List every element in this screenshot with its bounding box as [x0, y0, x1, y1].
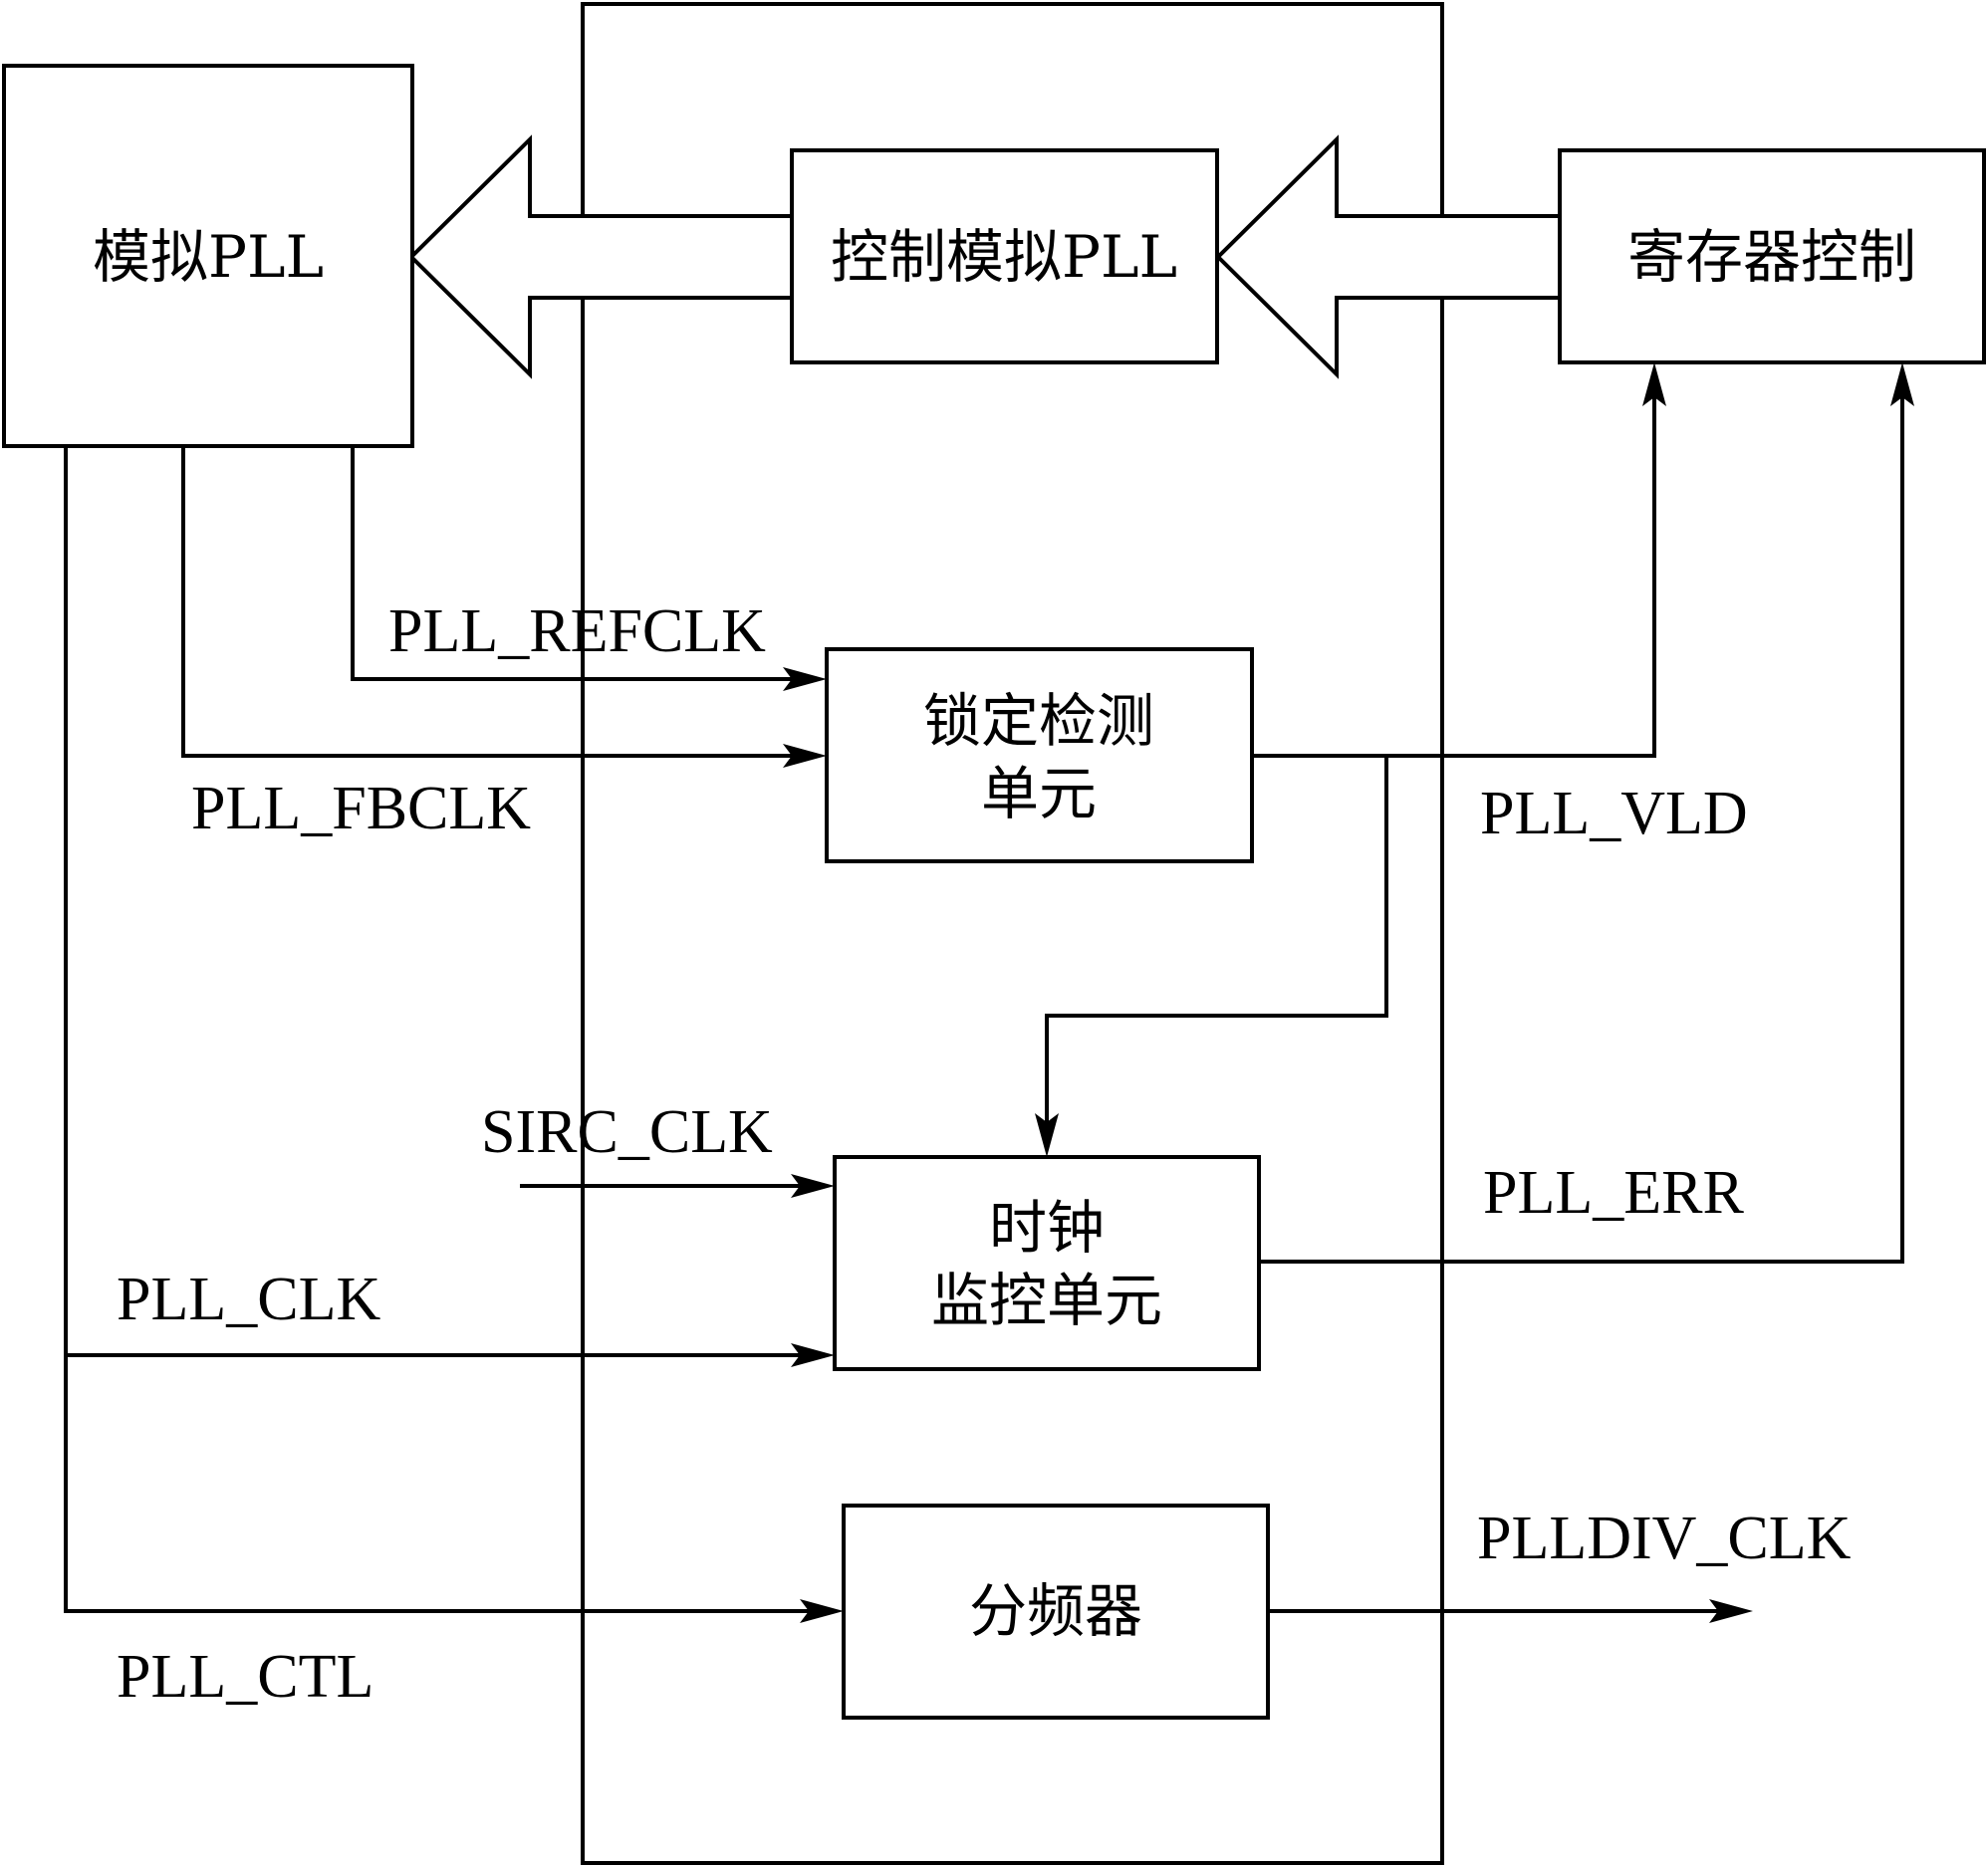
pll-trunk-line [64, 446, 814, 1613]
pll-vld-arrowhead [1642, 362, 1666, 406]
register-control-label: 寄存器控制 [1627, 223, 1916, 291]
control-analog-pll-block [790, 148, 1219, 364]
sirc-clk-arrowhead [791, 1174, 835, 1198]
plldiv-clk-arrowhead [1709, 1599, 1753, 1623]
pll-fbclk-label: PLL_FBCLK [191, 775, 531, 842]
pll-fbclk-line [181, 446, 797, 758]
pll-refclk-arrowhead [783, 667, 827, 691]
pll-clk-arrowhead [791, 1343, 835, 1367]
fat-arrow-register-to-control [1215, 134, 1562, 379]
fat-arrow-control-to-analog-pll [408, 134, 794, 379]
pll-ctl-label: PLL_CTL [117, 1643, 373, 1711]
pll-vld-label: PLL_VLD [1480, 780, 1748, 847]
clock-monitor-label-line2: 监控单元 [931, 1267, 1162, 1334]
divider-label: 分频器 [969, 1577, 1142, 1645]
pll-err-line [1259, 392, 1904, 1264]
pll-fbclk-arrowhead [783, 744, 827, 768]
lock-detect-label-line2: 单元 [981, 760, 1097, 827]
divider-block [842, 1504, 1270, 1720]
pll-err-label: PLL_ERR [1483, 1159, 1744, 1227]
pll-ctl-arrowhead [800, 1599, 844, 1623]
analog-pll-block [2, 64, 414, 448]
analog-pll-label: 模拟PLL [93, 223, 324, 291]
lock-detect-block [825, 647, 1254, 863]
clock-monitor-block [833, 1155, 1261, 1371]
pll-clk-label: PLL_CLK [117, 1266, 380, 1333]
control-analog-pll-label: 控制模拟PLL [831, 223, 1177, 291]
plldiv-clk-label: PLLDIV_CLK [1477, 1505, 1852, 1572]
sirc-clk-label: SIRC_CLK [481, 1098, 773, 1166]
lock-to-monitor-arrowhead [1035, 1113, 1059, 1157]
pll-refclk-label: PLL_REFCLK [388, 597, 766, 665]
pll-refclk-line [351, 446, 797, 681]
lock-to-monitor-line [1045, 756, 1388, 1127]
lock-detect-label-line1: 锁定检测 [923, 687, 1154, 755]
clock-monitor-label-line1: 时钟 [989, 1194, 1105, 1262]
register-control-block [1558, 148, 1986, 364]
pll-err-arrowhead [1890, 362, 1914, 406]
